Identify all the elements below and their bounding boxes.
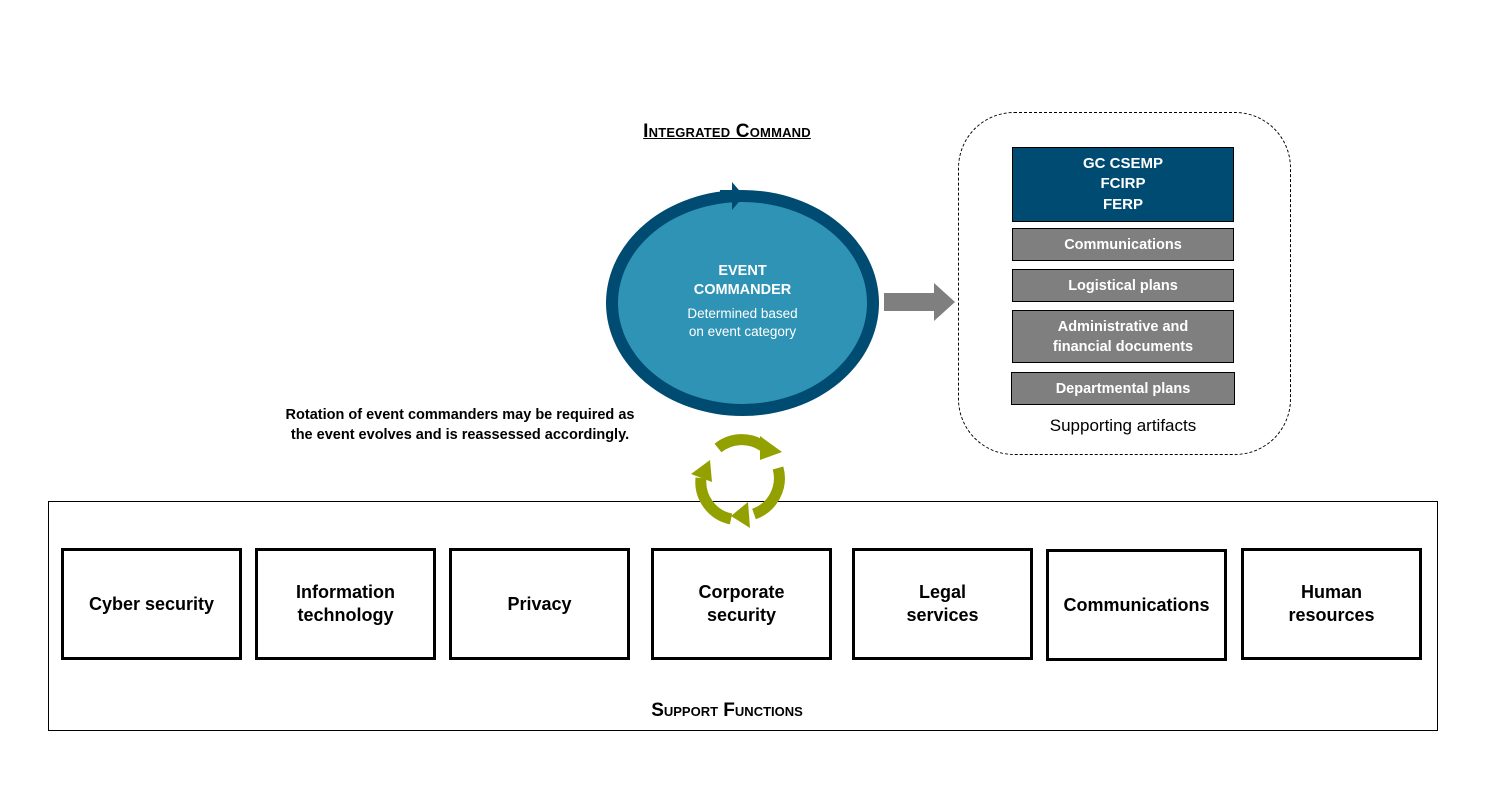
support-functions-label: Support Functions [651,700,803,721]
supporting-artifacts-panel [958,112,1291,455]
function-corporate-security: Corporate security [651,548,832,660]
artifact-logistical-plans-box: Logistical plans [1012,269,1234,302]
supporting-artifacts-caption: Supporting artifacts [1049,416,1197,435]
function-human-resources: Human resources [1241,548,1422,660]
rotation-note: Rotation of event commanders may be requ… [285,407,635,443]
ring-arrow-icon [720,182,744,210]
event-commander-subtitle: Determined based on event category [687,306,798,339]
function-legal-services: Legal services [852,548,1033,660]
function-information-technology: Information technology [255,548,436,660]
flow-arrow-icon [884,283,955,321]
function-privacy: Privacy [449,548,630,660]
function-cyber-security: Cyber security [61,548,242,660]
artifact-communications-box: Communications [1012,228,1234,261]
function-communications: Communications [1046,549,1227,661]
artifact-plans-box: GC CSEMP FCIRP FERP [1012,147,1234,222]
artifact-departmental-plans-box: Departmental plans [1011,372,1235,405]
artifact-administrative-box: Administrative and financial documents [1012,310,1234,363]
event-commander-text: EVENT COMMANDER Determined based on even… [606,262,879,341]
event-commander-title: EVENT COMMANDER [693,263,792,298]
integrated-command-title: Integrated Command [643,121,811,142]
cycle-arrows-icon [691,434,785,528]
